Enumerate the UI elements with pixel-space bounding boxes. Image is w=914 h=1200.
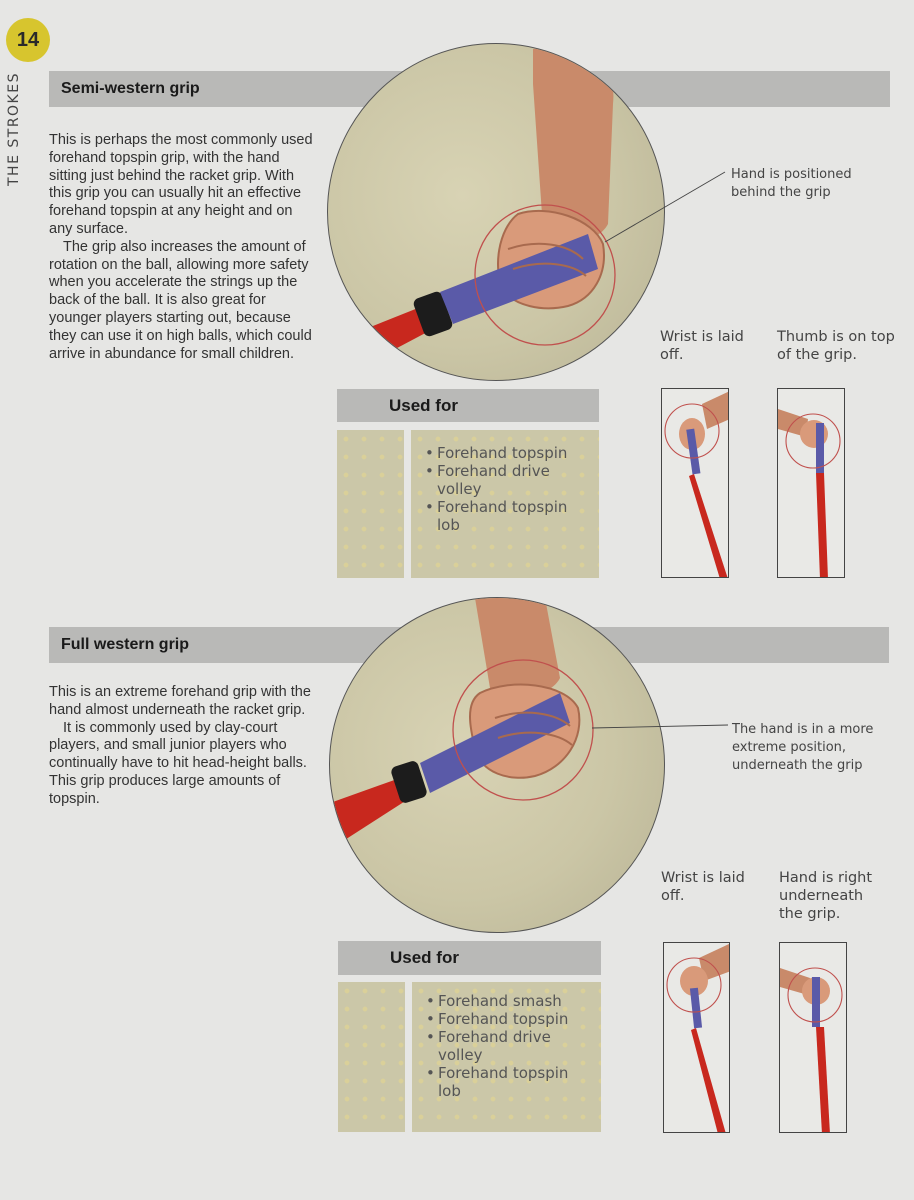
callout-line xyxy=(591,724,729,729)
highlight-circle xyxy=(452,659,594,801)
used-for-header-semi-western: Used for xyxy=(337,389,599,422)
hand-grip-illustration xyxy=(330,598,581,843)
body-paragraph: The grip also increases the amount of ro… xyxy=(49,238,312,362)
thumb-caption-wrist: Wrist is laid off. xyxy=(661,870,745,904)
decorative-tile xyxy=(337,430,404,578)
callout-semi-western: Hand is positioned behind the grip xyxy=(731,167,852,200)
highlight-circle xyxy=(474,204,616,346)
grip-photo-full-western xyxy=(329,597,665,933)
thumb-photo-hand xyxy=(779,942,847,1133)
callout-overlay-full-western xyxy=(452,659,729,801)
body-paragraph: It is commonly used by clay-court player… xyxy=(49,719,307,807)
thumb-photo-thumb xyxy=(777,388,845,578)
thumb-photo-wrist xyxy=(661,388,729,578)
used-for-panel-semi-western: Forehand topspin Forehand drive volley F… xyxy=(411,430,599,578)
thumb-racket-illustration xyxy=(778,409,841,577)
used-for-list: Forehand smash Forehand topspin Forehand… xyxy=(412,982,601,1100)
used-for-item: Forehand drive volley xyxy=(426,1028,591,1064)
thumb-caption-hand: Hand is right underneath the grip. xyxy=(779,870,873,922)
section-side-label: THE STROKES xyxy=(6,72,22,186)
thumb-racket-illustration xyxy=(780,967,843,1132)
used-for-item: Forehand smash xyxy=(426,992,591,1010)
thumb-racket-illustration xyxy=(666,943,729,1132)
used-for-panel-full-western: Forehand smash Forehand topspin Forehand… xyxy=(412,982,601,1132)
body-paragraph: This is an extreme forehand grip with th… xyxy=(49,684,311,718)
section-body-full-western: This is an extreme forehand grip with th… xyxy=(49,684,311,809)
thumb-caption-thumb: Thumb is on top of the grip. xyxy=(777,329,895,363)
used-for-header-full-western: Used for xyxy=(338,941,601,975)
decorative-tile xyxy=(338,982,405,1132)
section-body-semi-western: This is perhaps the most commonly used f… xyxy=(49,132,317,363)
body-paragraph: This is perhaps the most commonly used f… xyxy=(49,132,313,237)
used-for-item: Forehand topspin xyxy=(426,1010,591,1028)
used-for-item: Forehand topspin xyxy=(425,444,589,462)
used-for-list: Forehand topspin Forehand drive volley F… xyxy=(411,430,599,534)
callout-overlay-semi-western xyxy=(474,171,726,346)
used-for-item: Forehand topspin lob xyxy=(425,498,589,534)
thumb-caption-wrist: Wrist is laid off. xyxy=(660,329,744,363)
thumb-photo-wrist xyxy=(663,942,730,1133)
thumb-racket-illustration xyxy=(664,391,728,577)
callout-full-western: The hand is in a more extreme position, … xyxy=(732,722,874,773)
page-number-badge: 14 xyxy=(6,18,50,62)
used-for-item: Forehand topspin lob xyxy=(426,1064,591,1100)
used-for-item: Forehand drive volley xyxy=(425,462,589,498)
callout-line xyxy=(604,171,726,243)
